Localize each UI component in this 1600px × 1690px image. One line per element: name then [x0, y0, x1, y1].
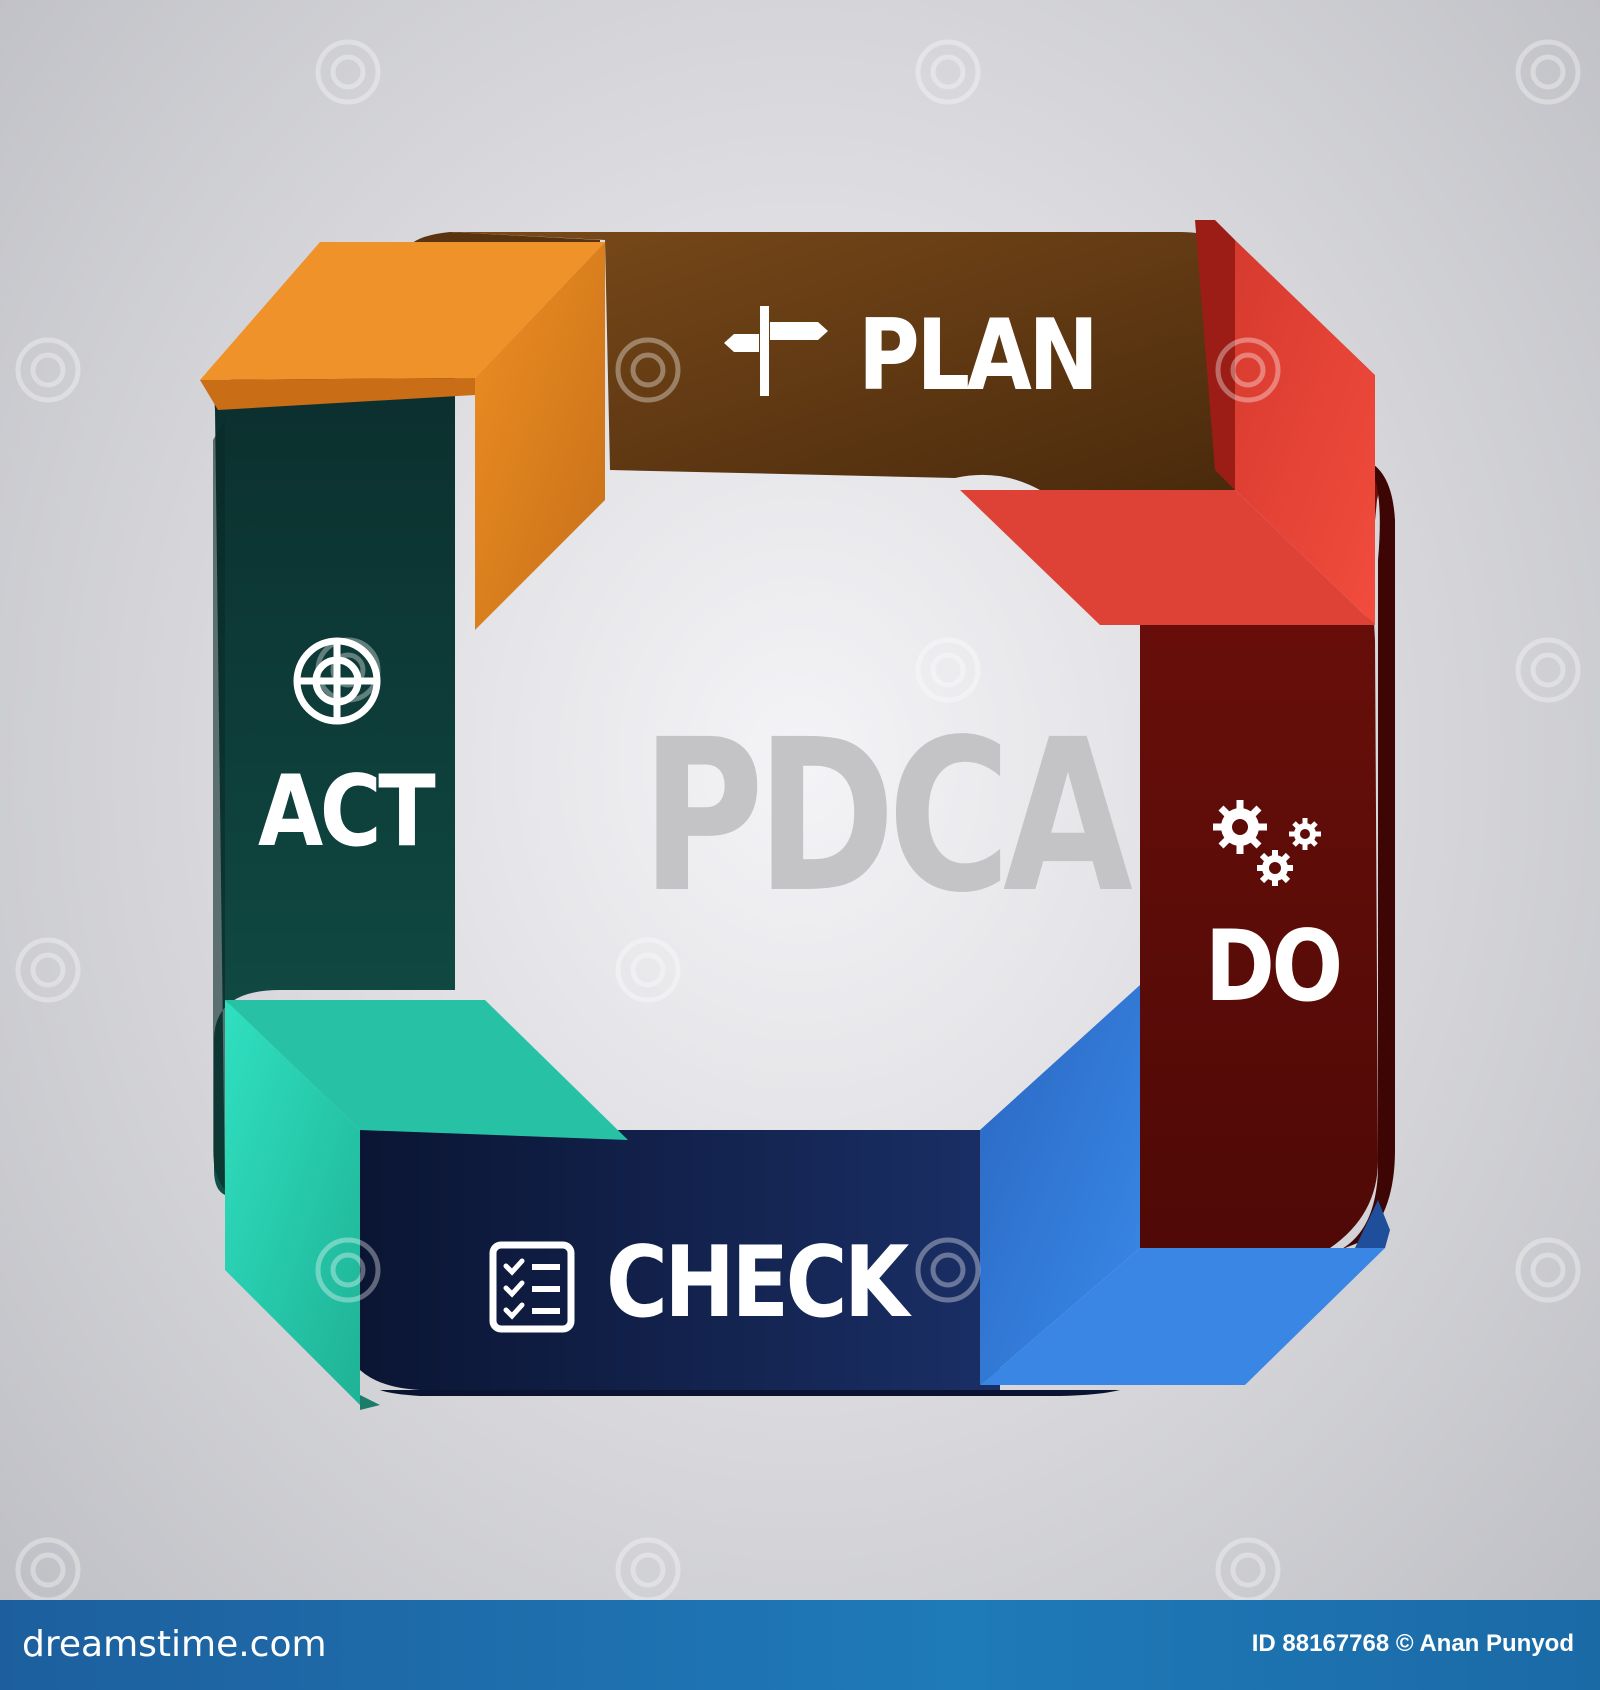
signpost-icon — [724, 306, 828, 396]
fold-check-to-act — [225, 1000, 628, 1410]
plan-band — [410, 232, 1235, 490]
center-title: PDCA — [641, 694, 1133, 939]
fold-act-to-plan — [200, 242, 605, 630]
do-label: DO — [1205, 910, 1343, 1024]
check-label: CHECK — [606, 1226, 909, 1340]
pdca-cycle-diagram — [15, 39, 1581, 1600]
do-band — [1140, 460, 1395, 1250]
footer-image-credit: ID 88167768 © Anan Punyod — [1251, 1630, 1574, 1657]
watermark-swirls — [15, 39, 1581, 1600]
plan-label: PLAN — [858, 299, 1099, 413]
footer-site-name: dreamstime.com — [22, 1624, 327, 1665]
gears-icon — [1213, 800, 1321, 886]
target-icon — [293, 637, 381, 725]
checklist-icon — [489, 1241, 575, 1333]
act-band — [213, 378, 455, 1195]
fold-do-to-check — [980, 985, 1390, 1385]
check-band — [360, 1130, 1120, 1396]
act-label: ACT — [258, 755, 436, 869]
fold-plan-to-do — [960, 220, 1375, 625]
watermark-footer-bar: dreamstime.com ID 88167768 © Anan Punyod — [0, 1600, 1600, 1690]
